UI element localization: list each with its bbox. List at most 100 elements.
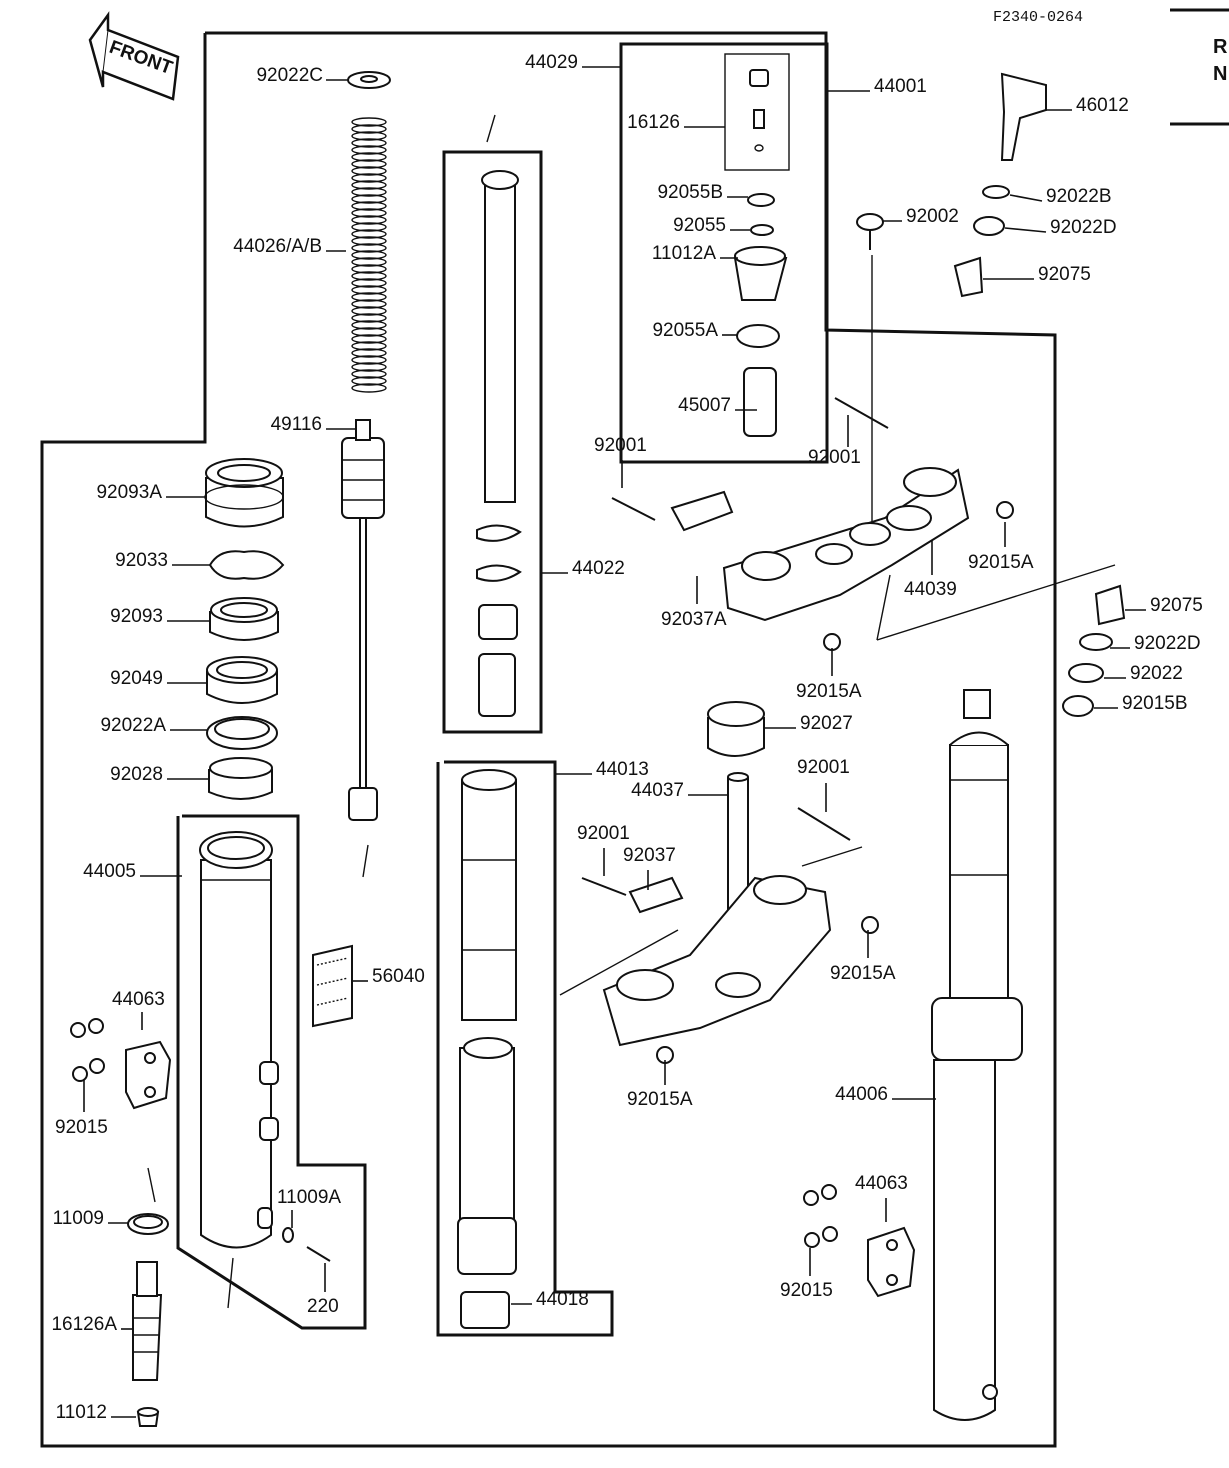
callout-label: 11012: [56, 1402, 107, 1423]
callout-92022B: 92022B: [1009, 186, 1112, 207]
callout-label: 46012: [1076, 95, 1129, 116]
callout-92001a: 92001: [594, 435, 647, 488]
outer-tube-box: [436, 760, 614, 1337]
upper-clamp-44039: [611, 397, 1116, 651]
callout-92093: 92093: [110, 606, 210, 627]
steering-stem-44037: [559, 772, 879, 1064]
callout-49116: 49116: [271, 414, 356, 435]
callout-92015L: 92015: [55, 1080, 108, 1138]
callout-92015A1: 92015A: [968, 522, 1034, 573]
callout-label: 44018: [536, 1289, 589, 1310]
bolt-220: [282, 1227, 331, 1262]
callout-label: 92015A: [830, 963, 896, 984]
callout-16126: 16126: [627, 112, 725, 133]
oil-seal-92093a: [204, 458, 284, 528]
callout-92049: 92049: [110, 668, 207, 689]
callout-44005: 44005: [83, 861, 182, 882]
callout-label: 92055A: [652, 320, 718, 341]
callout-220: 220: [307, 1263, 339, 1317]
callout-label: 92022D: [1050, 217, 1117, 238]
bolt-92002: [856, 213, 884, 528]
callout-label: 44039: [904, 579, 957, 600]
callout-label: 92022D: [1134, 633, 1201, 654]
callout-label: 92055: [673, 215, 726, 236]
adjuster-46012: [953, 72, 1047, 298]
callout-label: 92028: [110, 764, 163, 785]
callout-label: 44063: [855, 1173, 908, 1194]
callout-44013: 44013: [555, 759, 649, 780]
callout-44037: 44037: [631, 780, 728, 801]
washer-92022c: [347, 71, 391, 89]
callout-44063R: 44063: [855, 1173, 908, 1222]
inner-tube-44022: [476, 114, 522, 717]
callout-label: 16126: [627, 112, 680, 133]
callout-label: 44006: [835, 1084, 888, 1105]
cap-11012: [136, 1407, 160, 1427]
callout-label: 92075: [1038, 264, 1091, 285]
callout-label: 92027: [800, 713, 853, 734]
callout-92075b: 92075: [1125, 595, 1203, 616]
callout-92055A: 92055A: [652, 320, 738, 341]
bushing-92093: [209, 597, 279, 641]
clamp-44063-left: [125, 1040, 172, 1110]
washer-92049: [206, 656, 278, 704]
oring-11009: [127, 1167, 169, 1235]
edge-letter-n: N: [1213, 63, 1227, 85]
damper-rod-49116: [341, 419, 385, 878]
callout-11009A: 11009A: [277, 1187, 341, 1228]
callout-44006: 44006: [835, 1084, 936, 1105]
callout-label: 11009: [53, 1208, 104, 1229]
callout-44001: 44001: [828, 76, 927, 97]
callout-label: 44005: [83, 861, 136, 882]
callout-label: 44029: [525, 52, 578, 73]
callout-label: 11012A: [652, 243, 716, 264]
callout-44018: 44018: [511, 1289, 589, 1310]
left-leg-box: [176, 814, 367, 1330]
callout-92093A: 92093A: [96, 482, 206, 503]
callout-label: 45007: [678, 395, 731, 416]
callout-label: 92015A: [968, 552, 1034, 573]
callout-45007: 45007: [678, 395, 757, 416]
washer-92022a: [206, 716, 278, 750]
diagram-code: F2340-0264: [993, 9, 1083, 26]
callout-92002: 92002: [882, 206, 959, 227]
callout-11009: 11009: [53, 1208, 128, 1229]
valve-16126a: [132, 1261, 163, 1381]
callout-label: 92015B: [1122, 693, 1188, 714]
callout-label: 92022C: [256, 65, 323, 86]
callout-92022C: 92022C: [256, 65, 348, 86]
callout-label: 92015A: [627, 1089, 693, 1110]
callout-92022: 92022: [1104, 663, 1183, 684]
callout-label: 44022: [572, 558, 625, 579]
callout-92033: 92033: [115, 550, 210, 571]
callout-44029: 44029: [525, 52, 620, 73]
callout-92001b: 92001: [808, 415, 861, 468]
nuts-92015-left: [70, 1018, 105, 1082]
callout-label: 92093A: [96, 482, 162, 503]
clip-92033: [208, 550, 285, 580]
leader-line: [1004, 227, 1047, 233]
leader-line: [1009, 194, 1043, 202]
callout-92022D: 92022D: [1004, 217, 1117, 238]
callout-label: 220: [307, 1296, 339, 1317]
outer-tube-44013: [457, 769, 517, 1329]
callout-label: 44037: [631, 780, 684, 801]
callout-92055: 92055: [673, 215, 750, 236]
callout-label: 44026/A/B: [233, 236, 322, 257]
callout-11012L: 11012: [56, 1402, 136, 1423]
callout-label: 92001: [808, 447, 861, 468]
callout-label: 92015: [780, 1280, 833, 1301]
cap-group-box: [619, 42, 829, 464]
callout-label: 92093: [110, 606, 163, 627]
callout-label: 92001: [797, 757, 850, 778]
callout-label: 92049: [110, 668, 163, 689]
callout-label: 92033: [115, 550, 168, 571]
callout-label: 92022: [1130, 663, 1183, 684]
callout-56040: 56040: [353, 966, 425, 987]
valve-inset-box: [724, 53, 790, 171]
fork-spring: [351, 117, 387, 393]
callout-label: 92015A: [796, 681, 862, 702]
callout-label: 92022B: [1046, 186, 1112, 207]
callout-label: 56040: [372, 966, 425, 987]
